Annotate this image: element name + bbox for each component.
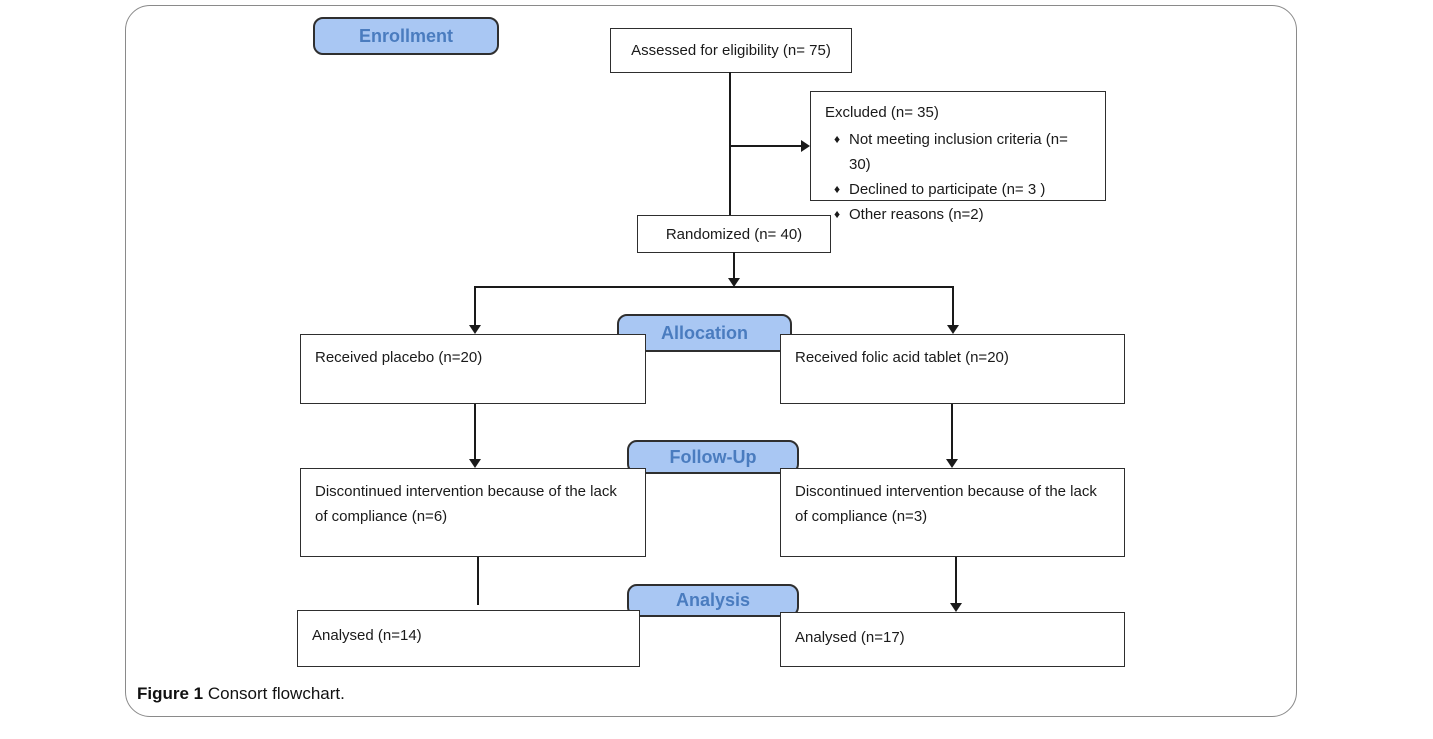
- excluded-item: ♦ Other reasons (n=2): [825, 202, 1091, 227]
- arrowhead-split-folic: [947, 325, 959, 334]
- node-excluded: Excluded (n= 35) ♦ Not meeting inclusion…: [810, 91, 1106, 223]
- arrowhead-split-placebo: [469, 325, 481, 334]
- stage-badge-enrollment: Enrollment: [313, 17, 499, 55]
- connector-followup-to-analysis-left: [477, 557, 479, 605]
- diamond-bullet-icon: ♦: [833, 132, 841, 146]
- diamond-bullet-icon: ♦: [833, 207, 841, 221]
- diamond-bullet-icon: ♦: [833, 182, 841, 196]
- excluded-item-text: Declined to participate (n= 3 ): [849, 181, 1046, 198]
- connector-followup-to-analysis-right: [955, 557, 957, 604]
- connector-to-excluded: [730, 145, 802, 147]
- node-analysed-placebo: Analysed (n=14): [297, 610, 640, 667]
- node-received-folic-acid: Received folic acid tablet (n=20): [780, 334, 1125, 404]
- arrowhead-randomized-split: [728, 278, 740, 287]
- stage-badge-analysis: Analysis: [627, 584, 799, 617]
- excluded-item: ♦ Not meeting inclusion criteria (n= 30): [825, 127, 1091, 177]
- arrowhead-placebo-followup: [469, 459, 481, 468]
- figure-caption-text: Consort flowchart.: [203, 684, 345, 703]
- node-discontinued-folic-acid: Discontinued intervention because of the…: [780, 468, 1125, 557]
- excluded-item: ♦ Declined to participate (n= 3 ): [825, 177, 1091, 202]
- arrowhead-folic-analysis: [950, 603, 962, 612]
- arrowhead-folic-followup: [946, 459, 958, 468]
- stage-badge-followup: Follow-Up: [627, 440, 799, 474]
- figure-caption: Figure 1 Consort flowchart.: [137, 684, 345, 704]
- node-randomized: Randomized (n= 40): [637, 215, 831, 253]
- connector-placebo-to-followup: [474, 404, 476, 460]
- connector-split-to-folic: [952, 287, 954, 327]
- node-assessed-for-eligibility: Assessed for eligibility (n= 75): [610, 28, 852, 73]
- connector-split-to-placebo: [474, 287, 476, 327]
- stage-badge-allocation: Allocation: [617, 314, 792, 352]
- arrowhead-to-excluded: [801, 140, 810, 152]
- connector-split-line: [474, 286, 954, 288]
- connector-folic-to-followup: [951, 404, 953, 460]
- node-analysed-folic-acid: Analysed (n=17): [780, 612, 1125, 667]
- node-discontinued-placebo: Discontinued intervention because of the…: [300, 468, 646, 557]
- excluded-title: Excluded (n= 35): [825, 104, 939, 121]
- connector-randomized-to-split: [733, 252, 735, 280]
- figure-caption-label: Figure 1: [137, 684, 204, 703]
- connector-assessed-to-randomized: [729, 72, 731, 216]
- node-received-placebo: Received placebo (n=20): [300, 334, 646, 404]
- excluded-item-text: Not meeting inclusion criteria (n= 30): [849, 131, 1068, 173]
- excluded-item-text: Other reasons (n=2): [849, 206, 984, 223]
